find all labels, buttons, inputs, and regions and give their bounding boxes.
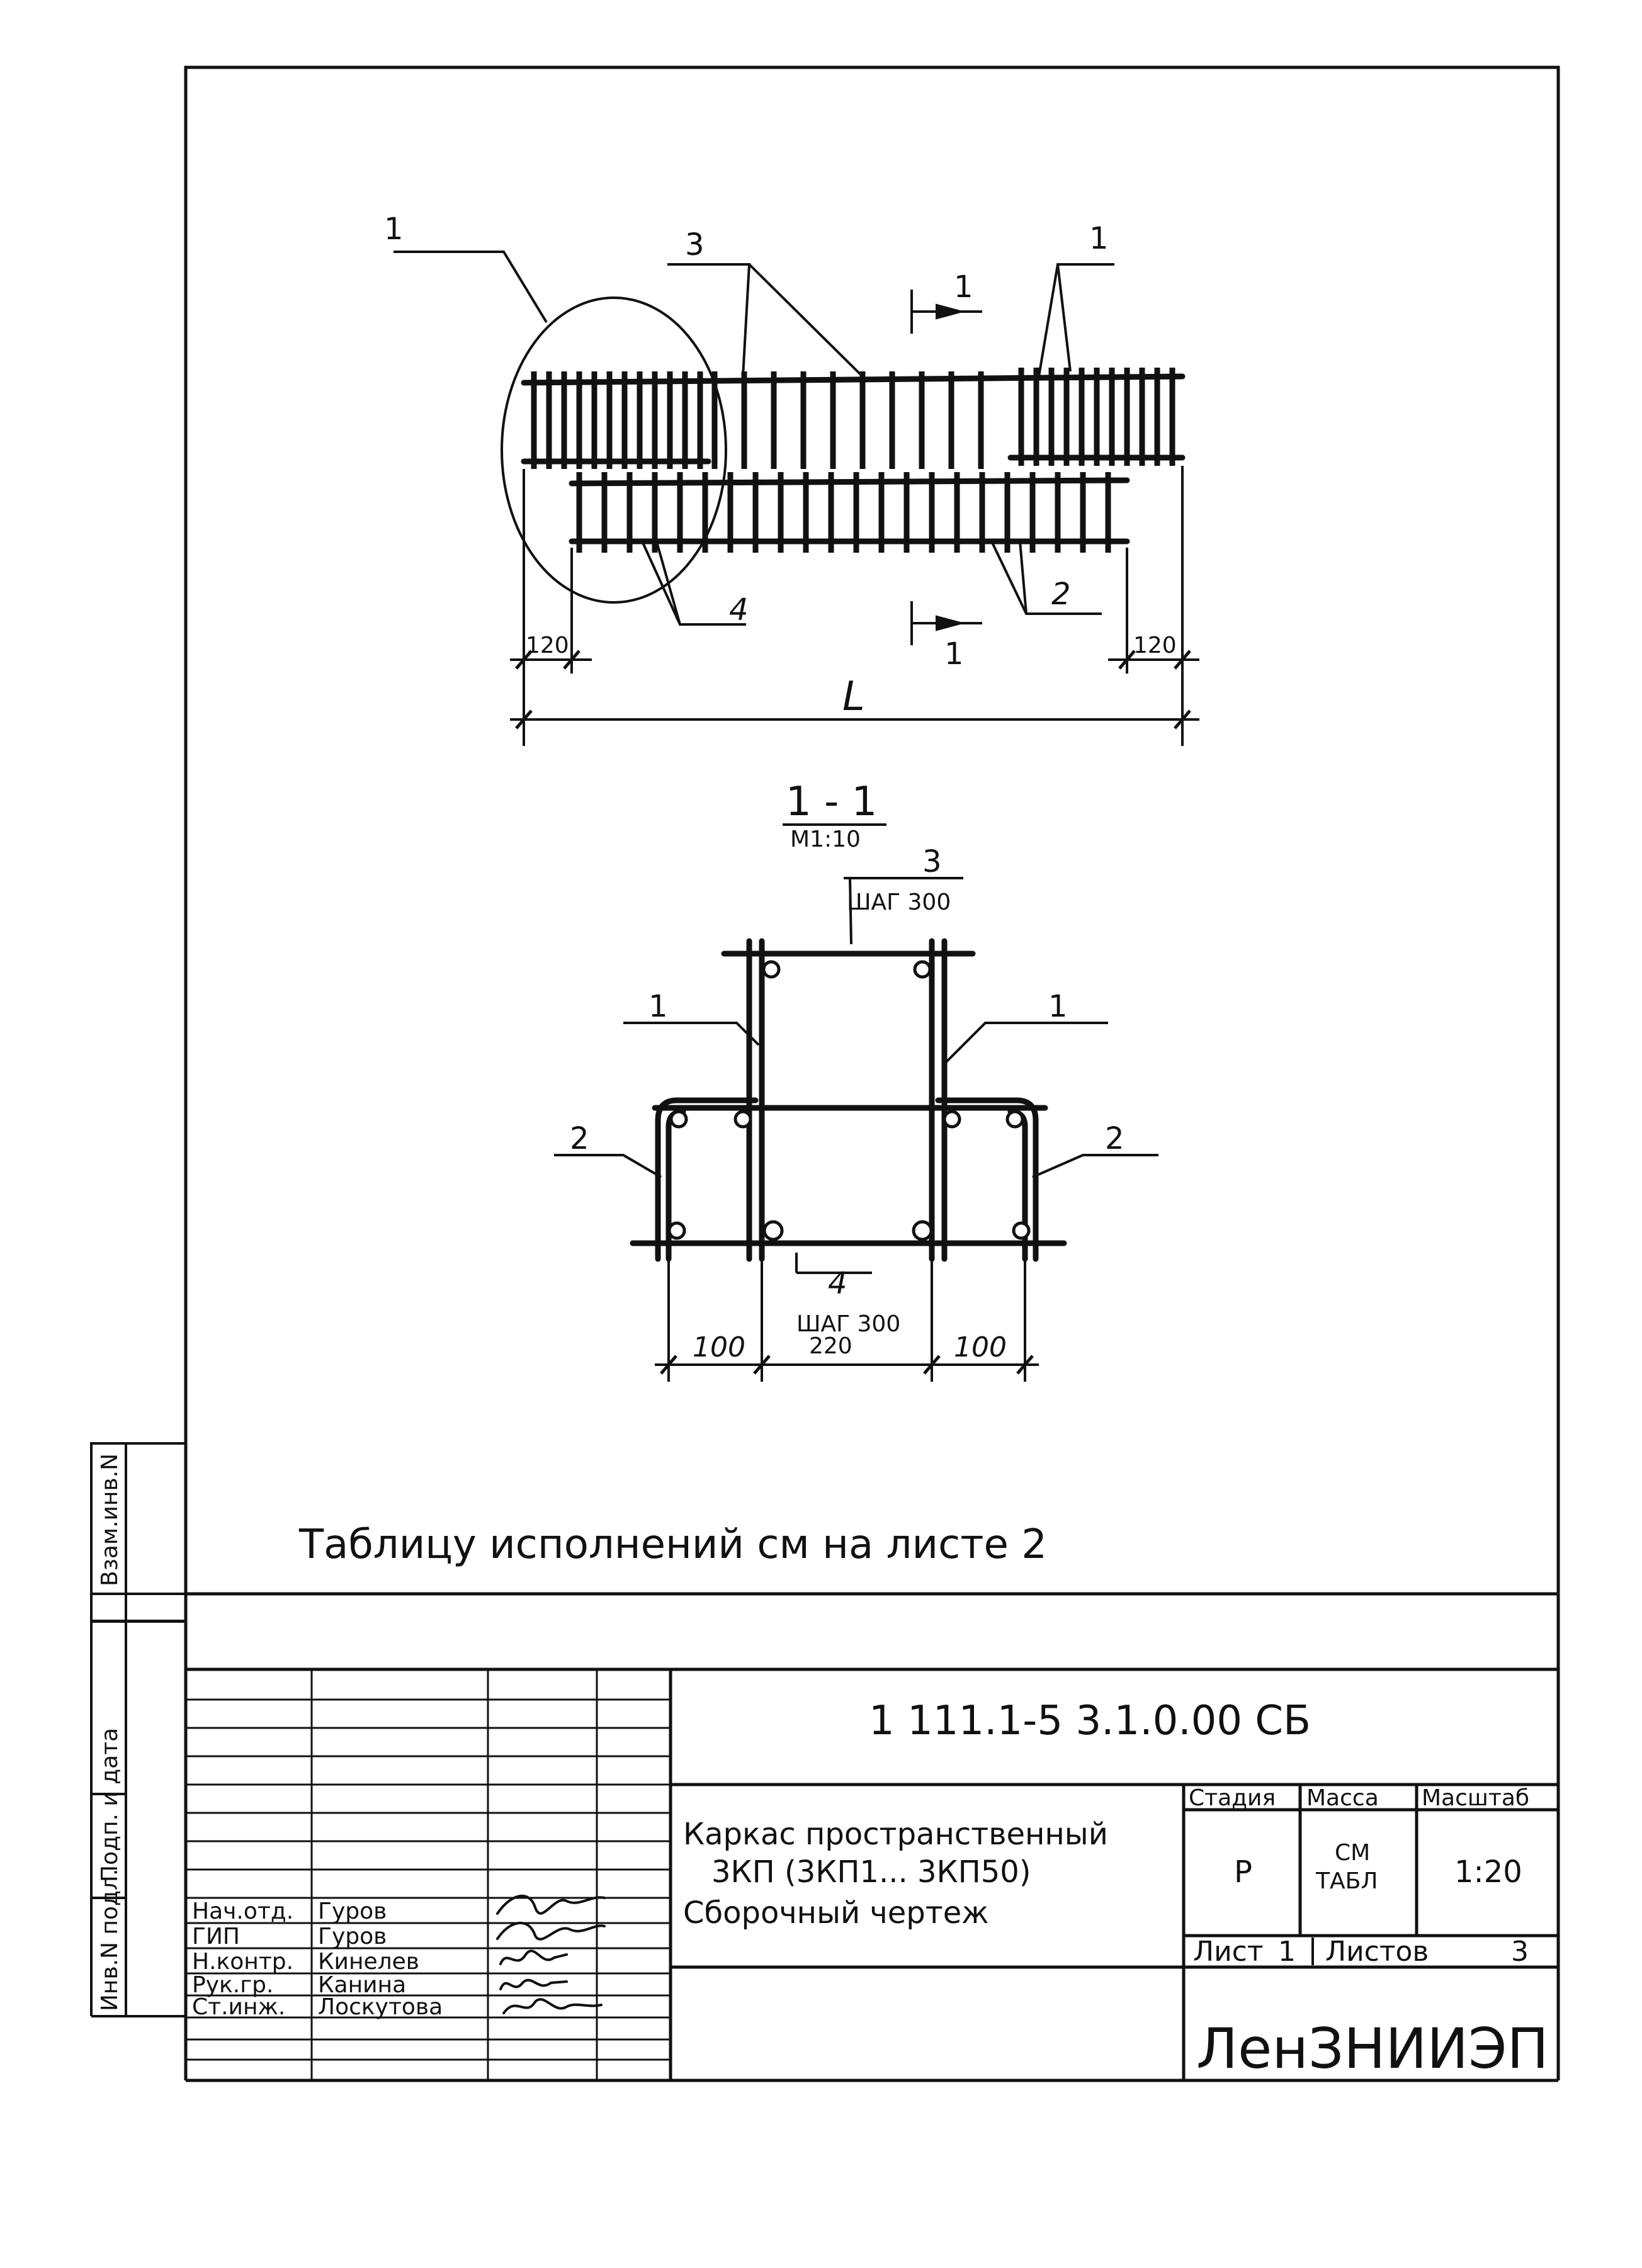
name-5: Лоскутова bbox=[318, 1994, 443, 2020]
plan-leaders bbox=[394, 251, 1199, 746]
sheet-number: 1 bbox=[1278, 1936, 1296, 1968]
plan-ticks bbox=[515, 650, 1191, 730]
sheets-total: 3 bbox=[1511, 1936, 1529, 1968]
title-line-1: Каркас пространственный bbox=[683, 1817, 1108, 1852]
section-ticks bbox=[660, 1355, 1034, 1375]
name-2: Гуров bbox=[318, 1924, 387, 1949]
sheet-label: Лист bbox=[1193, 1936, 1264, 1968]
header-mass: Масса bbox=[1306, 1785, 1379, 1811]
header-scale: Масштаб bbox=[1422, 1785, 1529, 1811]
section-view: 1 - 1 М1:10 bbox=[554, 779, 1158, 1382]
section-mark-top: 1 bbox=[954, 269, 973, 305]
plan-callout-1-left: 1 bbox=[384, 212, 404, 247]
signatures bbox=[496, 1894, 606, 2014]
section-callout-3-note: ШАГ 300 bbox=[847, 889, 951, 915]
plan-callout-3: 3 bbox=[685, 227, 705, 262]
value-mass-line2: ТАБЛ bbox=[1315, 1868, 1378, 1894]
note-text: Таблицу исполнений см на листе 2 bbox=[298, 1521, 1047, 1568]
dim-end-left: 120 bbox=[526, 633, 569, 658]
signature-4 bbox=[499, 1978, 568, 1990]
drawing-frame bbox=[184, 65, 1560, 1596]
document-code: 1 111.1-5 3.1.0.00 СБ bbox=[869, 1698, 1311, 1744]
section-mark-bottom: 1 bbox=[944, 636, 964, 672]
name-1: Гуров bbox=[318, 1898, 387, 1924]
role-5: Ст.инж. bbox=[192, 1994, 285, 2020]
plan-callout-1-right: 1 bbox=[1089, 221, 1109, 256]
section-callout-2-right: 2 bbox=[1105, 1121, 1124, 1156]
section-dim-left: 100 bbox=[693, 1331, 745, 1363]
section-callout-3: 3 bbox=[922, 844, 942, 879]
name-3: Кинелев bbox=[318, 1949, 419, 1975]
signature-1 bbox=[496, 1894, 606, 1915]
role-1: Нач.отд. bbox=[192, 1898, 293, 1924]
plan-callout-4: 4 bbox=[729, 592, 749, 628]
section-longitudinal-bars bbox=[667, 960, 1031, 1241]
section-callout-2-left: 2 bbox=[570, 1121, 589, 1156]
header-stage: Стадия bbox=[1189, 1785, 1276, 1811]
section-callout-1-right: 1 bbox=[1048, 989, 1068, 1024]
signature-2 bbox=[496, 1922, 606, 1941]
title-block-left-grid bbox=[186, 1669, 671, 2080]
dim-end-right: 120 bbox=[1133, 633, 1177, 658]
side-stamp-lower bbox=[90, 1594, 186, 2017]
section-title: 1 - 1 bbox=[786, 779, 877, 825]
role-2: ГИП bbox=[192, 1924, 240, 1949]
dim-length: L bbox=[842, 674, 865, 720]
side-label-replaces: Взам.инв.N bbox=[97, 1453, 123, 1586]
role-3: Н.контр. bbox=[192, 1949, 293, 1975]
name-4: Канина bbox=[318, 1972, 406, 1998]
value-mass-line1: СМ bbox=[1335, 1840, 1370, 1866]
section-scale: М1:10 bbox=[790, 827, 861, 852]
section-callout-4: 4 bbox=[828, 1266, 847, 1301]
signature-3 bbox=[499, 1949, 568, 1965]
title-line-3: Сборочный чертеж bbox=[683, 1895, 989, 1931]
section-callout-1-left: 1 bbox=[648, 989, 668, 1024]
value-stage: Р bbox=[1234, 1854, 1252, 1890]
section-callout-4-note: ШАГ 300 bbox=[796, 1311, 900, 1337]
detail-circle bbox=[501, 296, 727, 604]
section-leaders bbox=[554, 877, 1158, 1382]
side-label-sign-date: Подп. и дата bbox=[97, 1728, 123, 1882]
plan-view: 1 3 1 4 2 1 1 120 120 L bbox=[384, 212, 1199, 746]
section-rebars bbox=[630, 938, 1067, 1262]
plan-stirrups bbox=[531, 368, 1175, 553]
section-dim-middle: 220 bbox=[809, 1333, 852, 1359]
signature-5 bbox=[502, 1998, 603, 2014]
plan-callout-2: 2 bbox=[1051, 577, 1071, 612]
sheets-label: Листов bbox=[1325, 1936, 1429, 1968]
section-dim-right: 100 bbox=[954, 1331, 1007, 1363]
role-4: Рук.гр. bbox=[192, 1972, 273, 1998]
title-line-2: 3КП (3КП1... 3КП50) bbox=[711, 1854, 1031, 1890]
title-block-grid bbox=[184, 1594, 1560, 2082]
side-label-inv-orig: Инв.N подл. bbox=[97, 1869, 123, 2011]
value-scale: 1:20 bbox=[1454, 1854, 1522, 1890]
organization-name: ЛенЗНИИЭП bbox=[1196, 2016, 1549, 2081]
